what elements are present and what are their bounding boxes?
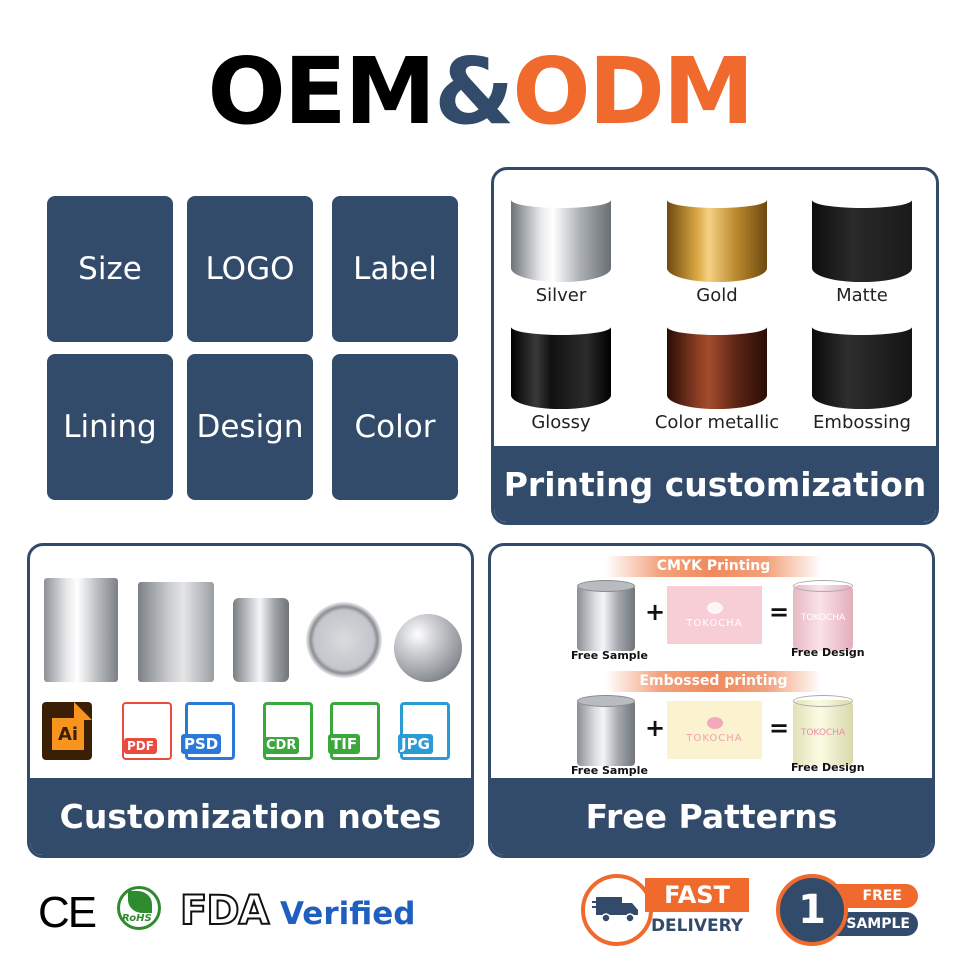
jpg-file-icon: JPG xyxy=(398,702,450,760)
logo-blob xyxy=(706,601,723,614)
swatch-matte: Matte xyxy=(812,192,912,306)
card-brand: TOKOCHA xyxy=(686,732,743,744)
round-tin xyxy=(233,598,289,682)
rohs-logo: RoHS xyxy=(117,886,161,930)
pdf-file-icon: PDF xyxy=(122,702,172,760)
can-brand: TOKOCHA xyxy=(800,728,846,738)
swatch-label: Glossy xyxy=(531,412,591,433)
swatch-label: Silver xyxy=(535,285,587,306)
tile-logo: LOGO xyxy=(187,196,313,342)
tif-file-icon: TIF xyxy=(328,702,380,760)
swatch-glossy: Glossy xyxy=(511,319,611,433)
free-sample-label: Free Sample xyxy=(571,764,648,777)
delivery-label: DELIVERY xyxy=(650,916,744,936)
swatch-color-metallic: Color metallic xyxy=(655,319,779,433)
swatch-label: Gold xyxy=(696,285,738,306)
leaf-icon xyxy=(128,891,152,913)
rectangular-tin-tall xyxy=(44,578,118,682)
equals-sign: = xyxy=(769,714,790,742)
tile-label: Label xyxy=(332,196,458,342)
verified-logo: Verified xyxy=(280,896,416,932)
sample-can xyxy=(577,695,635,766)
glossy-finish-sample xyxy=(511,319,611,409)
title-ampersand: & xyxy=(434,38,514,145)
jpg-icon-label: JPG xyxy=(398,734,433,754)
patterns-footer: Free Patterns xyxy=(491,778,932,855)
fast-label: FAST xyxy=(645,878,749,912)
ai-file-icon: Ai xyxy=(42,702,92,760)
swatch-silver: Silver xyxy=(511,192,611,306)
sphere-tin xyxy=(394,614,462,682)
free-sample-label: Free Sample xyxy=(571,649,648,662)
notes-panel: Ai PDF PSD CDR TIF JPG Customization not… xyxy=(27,543,474,858)
tile-design: Design xyxy=(187,354,313,500)
logo-blob xyxy=(706,716,723,729)
free-design-label: Free Design xyxy=(791,646,865,659)
matte-finish-sample xyxy=(812,192,912,282)
sample-can xyxy=(577,580,635,651)
cream-design-can: TOKOCHA xyxy=(793,695,853,766)
truck-icon xyxy=(581,874,653,946)
plus-sign: + xyxy=(645,714,666,742)
swatch-label: Matte xyxy=(836,285,888,306)
free-design-label: Free Design xyxy=(791,761,865,774)
embossed-design-card: TOKOCHA xyxy=(667,701,762,759)
silver-finish-sample xyxy=(511,192,611,282)
printing-footer: Printing customization xyxy=(494,446,936,522)
cmyk-design-card: TOKOCHA xyxy=(667,586,762,644)
patterns-panel: CMYK Printing Free Sample + TOKOCHA = TO… xyxy=(488,543,935,858)
swatch-label: Embossing xyxy=(813,412,911,433)
card-brand: TOKOCHA xyxy=(686,617,743,629)
pink-design-can: TOKOCHA xyxy=(793,580,853,651)
notes-footer: Customization notes xyxy=(30,778,471,855)
truck-icon-shape xyxy=(592,897,638,923)
fast-delivery-badge: FAST DELIVERY xyxy=(581,874,749,946)
embossing-finish-sample xyxy=(812,319,912,409)
cdr-file-icon: CDR xyxy=(263,702,313,760)
fda-logo: FDA xyxy=(179,887,271,935)
flat-round-tin xyxy=(306,602,382,678)
tile-size: Size xyxy=(47,196,173,342)
swatch-label: Color metallic xyxy=(654,412,780,433)
cmyk-banner: CMYK Printing xyxy=(606,556,821,577)
cdr-icon-label: CDR xyxy=(263,737,300,754)
embossed-banner: Embossed printing xyxy=(606,671,821,692)
tile-color: Color xyxy=(332,354,458,500)
rohs-text: RoHS xyxy=(122,913,152,924)
tile-lining: Lining xyxy=(47,354,173,500)
title-oem: OEM xyxy=(207,38,437,145)
color-metallic-finish-sample xyxy=(667,319,767,409)
equals-sign: = xyxy=(769,598,790,626)
ai-icon-label: Ai xyxy=(52,718,84,750)
free-sample-badge: FREE SAMPLE 1 xyxy=(776,874,921,946)
swatch-gold: Gold xyxy=(667,192,767,306)
can-brand: TOKOCHA xyxy=(800,613,846,623)
plus-sign: + xyxy=(645,598,666,626)
ce-mark: CE xyxy=(38,888,97,937)
pdf-icon-label: PDF xyxy=(124,738,157,754)
tif-icon-label: TIF xyxy=(328,734,361,754)
square-tin xyxy=(138,582,214,682)
psd-icon-label: PSD xyxy=(181,734,222,754)
title-odm: ODM xyxy=(512,38,754,145)
printing-panel: Silver Gold Matte Glossy Color metallic … xyxy=(491,167,939,525)
number-one: 1 xyxy=(776,874,848,946)
page-title: OEM&ODM xyxy=(0,42,960,142)
psd-file-icon: PSD xyxy=(181,702,235,760)
swatch-embossing: Embossing xyxy=(812,319,912,433)
gold-finish-sample xyxy=(667,192,767,282)
